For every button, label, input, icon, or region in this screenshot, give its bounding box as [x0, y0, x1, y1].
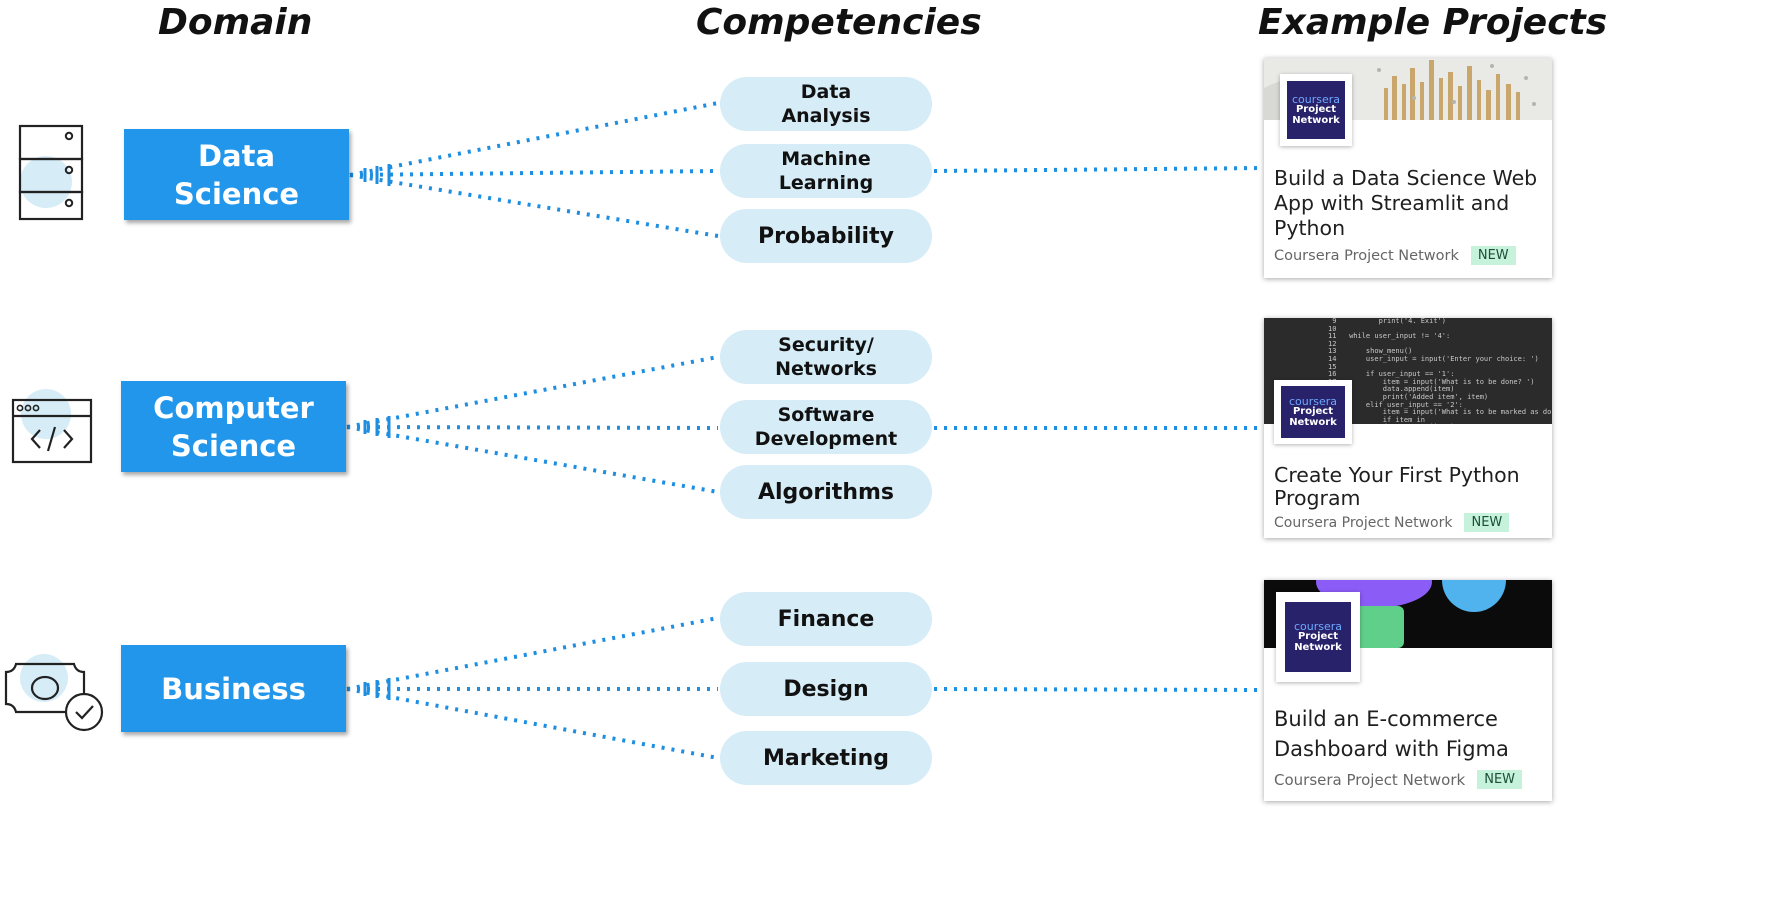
project-provider: Coursera Project Network: [1274, 770, 1466, 789]
domain-box-data-science: Data Science: [124, 129, 349, 220]
coursera-logo: coursera Project Network: [1280, 74, 1352, 146]
connector-data-science-machine-learning: [349, 169, 719, 177]
money-check-icon: [4, 654, 104, 732]
domain-box-business: Business: [121, 645, 346, 732]
connector-design-project: [933, 687, 1263, 692]
competency-software-development: Software Development: [720, 400, 932, 454]
project-title: Build a Data Science Web App with Stream…: [1274, 166, 1538, 240]
competency-security-networks: Security/ Networks: [720, 330, 932, 384]
domain-column-header: Domain: [158, 2, 313, 43]
project-card-data-science-app[interactable]: coursera Project Network Build a Data Sc…: [1264, 58, 1552, 278]
project-meta: Coursera Project Network NEW: [1274, 246, 1516, 265]
competency-marketing: Marketing: [720, 731, 932, 785]
connector-data-science-data-analysis: [349, 101, 719, 177]
project-card-first-python-program[interactable]: 9 print('4. Exit') 10 11 while user_inpu…: [1264, 318, 1552, 538]
competency-data-analysis: Data Analysis: [720, 77, 932, 131]
connector-computer-science-security: [346, 355, 719, 429]
project-card-ecommerce-dashboard[interactable]: coursera Project Network Build an E-comm…: [1264, 580, 1552, 801]
coursera-logo: coursera Project Network: [1276, 592, 1360, 682]
competency-finance: Finance: [720, 592, 932, 646]
project-provider: Coursera Project Network: [1274, 247, 1459, 264]
new-badge: NEW: [1464, 513, 1510, 532]
connector-business-marketing: [346, 687, 719, 760]
project-title: Build an E-commerce Dashboard with Figma: [1274, 707, 1509, 761]
competency-probability: Probability: [720, 209, 932, 263]
code-snippet-image: 9 print('4. Exit') 10 11 while user_inpu…: [1328, 318, 1552, 424]
domain-label: Data Science: [173, 138, 300, 211]
project-provider: Coursera Project Network: [1274, 514, 1453, 531]
domain-label: Business: [161, 671, 306, 706]
new-badge: NEW: [1477, 770, 1523, 789]
competency-design: Design: [720, 662, 932, 716]
competency-algorithms: Algorithms: [720, 465, 932, 519]
card-banner-image: 9 print('4. Exit') 10 11 while user_inpu…: [1264, 318, 1552, 424]
connector-computer-science-algorithms: [346, 425, 719, 494]
domain-label: Computer Science: [153, 390, 314, 463]
project-title: Create Your First Python Program: [1274, 463, 1520, 510]
code-window-icon: [11, 389, 93, 464]
competencies-column-header: Competencies: [696, 2, 982, 43]
project-meta: Coursera Project Network NEW: [1274, 513, 1510, 532]
connector-machine-learning-project: [933, 166, 1263, 173]
project-meta: Coursera Project Network NEW: [1274, 770, 1523, 789]
new-badge: NEW: [1470, 246, 1516, 265]
server-icon: [18, 124, 84, 221]
connector-computer-science-software: [346, 425, 719, 430]
competency-machine-learning: Machine Learning: [720, 144, 932, 198]
example-projects-column-header: Example Projects: [1258, 2, 1608, 43]
domain-box-computer-science: Computer Science: [121, 381, 346, 472]
coursera-logo: coursera Project Network: [1274, 380, 1352, 444]
connector-business-finance: [346, 616, 719, 691]
connector-data-science-probability: [349, 173, 719, 238]
